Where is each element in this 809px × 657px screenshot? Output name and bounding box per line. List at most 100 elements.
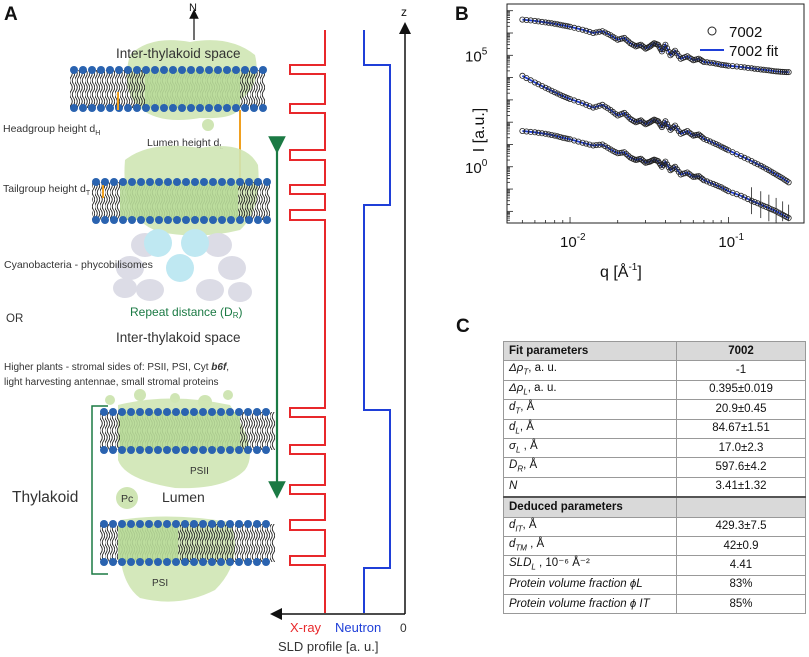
data-point [562, 135, 569, 142]
data-point [779, 68, 786, 75]
z-axis-label: z [401, 5, 407, 19]
data-point [664, 121, 671, 128]
legend: 7002 7002 fit [700, 24, 779, 60]
data-point [699, 175, 706, 182]
data-point [712, 140, 719, 147]
thylakoid-bracket [91, 405, 108, 575]
data-point [652, 157, 659, 164]
data-point [751, 159, 758, 166]
data-point [715, 142, 722, 149]
data-point [733, 151, 740, 158]
data-point [729, 189, 736, 196]
data-point [634, 42, 641, 49]
data-point [675, 53, 682, 60]
data-point [757, 201, 764, 208]
phycobilisome-shapes [113, 229, 252, 302]
data-point [649, 117, 656, 124]
data-point [630, 156, 637, 163]
legend-label-data: 7002 [729, 24, 762, 41]
data-point [781, 212, 788, 219]
data-point [775, 209, 782, 216]
data-point [668, 125, 675, 132]
data-point [637, 155, 644, 162]
data-point [656, 43, 663, 50]
data-point [571, 24, 578, 31]
data-point [662, 158, 669, 165]
data-point [684, 127, 691, 134]
data-point [760, 164, 767, 171]
data-point [695, 173, 702, 180]
data-point [704, 137, 711, 144]
data-point [604, 105, 611, 112]
data-point [667, 167, 674, 174]
data-point [648, 157, 655, 164]
data-point [748, 158, 755, 165]
data-point [567, 23, 574, 30]
data-point [745, 156, 752, 163]
parameter-name: σL , Å [503, 437, 677, 459]
data-point [712, 181, 719, 188]
data-point [629, 41, 636, 48]
data-point [658, 163, 665, 170]
data-point [723, 186, 730, 193]
data-point [531, 17, 538, 24]
data-point [658, 48, 665, 55]
data-point [712, 60, 719, 67]
parameter-name: SLDL , 10⁻⁶ Å⁻² [503, 555, 677, 576]
data-point [720, 185, 727, 192]
data-point [634, 118, 641, 125]
data-point [571, 137, 578, 144]
parameter-value: 429.3±7.5 [676, 516, 806, 537]
sld-axis-label: SLD profile [a. u.] [278, 639, 378, 654]
data-point [670, 164, 677, 171]
data-point [644, 44, 651, 51]
data-point [688, 131, 695, 138]
data-point [704, 178, 711, 185]
data-point [607, 32, 614, 39]
data-point [641, 120, 648, 127]
data-point [670, 49, 677, 56]
data-point [625, 152, 632, 159]
data-point [665, 124, 672, 131]
data-point [647, 43, 654, 50]
data-point [590, 142, 597, 149]
data-point [612, 148, 619, 155]
sample-heading: 7002 [676, 340, 806, 362]
data-point [785, 69, 792, 76]
data-point [616, 111, 623, 118]
data-point [662, 118, 669, 125]
data-point [571, 97, 578, 104]
data-point [692, 173, 699, 180]
data-point [645, 119, 652, 126]
data-point [632, 43, 639, 50]
psi-label: PSI [152, 578, 168, 589]
data-point [707, 179, 714, 186]
data-point [720, 62, 727, 69]
data-point [621, 109, 628, 116]
data-point [579, 100, 586, 107]
legend-marker-data [707, 26, 717, 36]
data-point [754, 200, 761, 207]
data-point [583, 140, 590, 147]
data-point [596, 28, 603, 35]
data-point [590, 104, 597, 111]
data-point [639, 157, 646, 164]
data-point [738, 153, 745, 160]
data-point [699, 134, 706, 141]
n-axis-label: N [189, 2, 197, 14]
data-point [648, 118, 655, 125]
data-point [586, 28, 593, 35]
error-bars [751, 187, 790, 222]
data-point [725, 147, 732, 154]
data-point [641, 158, 648, 165]
parameter-value: 0.395±0.019 [676, 379, 806, 401]
data-point [653, 117, 660, 124]
data-point [657, 161, 664, 168]
data-point [729, 63, 736, 70]
parameter-name: N [503, 476, 677, 498]
x-tick-label: 10-2 [560, 232, 586, 251]
